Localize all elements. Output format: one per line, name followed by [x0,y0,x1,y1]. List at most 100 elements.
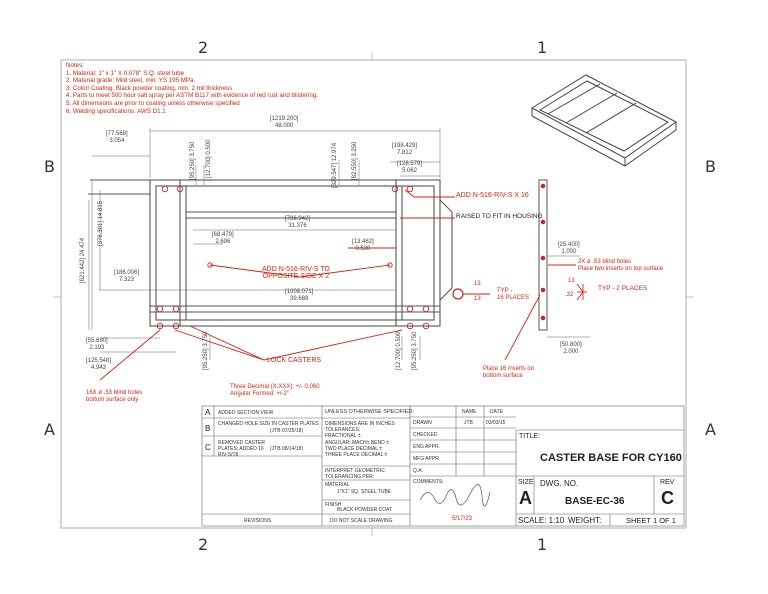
finish-label: FINISH [325,502,342,508]
dim-186: [186.006]7.323 [114,270,140,283]
material-value: 1"X1" SQ. STEEL TUBE [337,489,392,495]
dim-77: [77.568]3.054 [106,131,128,144]
dim-95-lower: [95.250] 3.750 [203,331,209,370]
interpret-geometric: INTERPRET GEOMETRIC [325,468,385,474]
rev-row-date: (JTB 07/25/18) [270,428,304,434]
dim-68: [68.479]2.696 [212,232,234,245]
zone-label-bottom-2: 2 [198,535,209,554]
weld-32-side: .32 [565,292,574,298]
zone-label-left-b: B [44,157,55,176]
zone-label-bottom-1: 1 [537,535,548,554]
dim-95-lower-right: [95.250] 3.750 [412,331,418,370]
rev-row-text: REMOVED CASTER PLATES; ADDED 16 RIV-S/T8 [218,440,265,458]
rev-label: REV [660,479,675,486]
drawn-name: JTB [464,420,473,426]
dim-12: [12.700] 0.500 [206,139,212,178]
drawing-title: CASTER BASE FOR CY160 [540,452,682,464]
approvals-name-header: NAME [462,409,477,415]
note-line: 1. Material: 1" x 1" X 0.078" S.Q. steel… [66,69,185,77]
signature-date: 5/17/23 [452,516,473,522]
dwg-no-label: DWG. NO. [540,479,579,488]
signature [419,484,491,507]
weld-symbol-13-bottom: 13 [474,296,481,302]
drawn-date: 03/03/15 [486,420,506,426]
eng-appr-label: ENG APPR. [413,444,440,450]
rev-row-date: (JTB 08/14/18) [270,446,304,452]
dim-13: [13.462]0.530 [352,239,374,252]
zone-label-left-a: A [44,420,55,439]
dim-1008: [1008.071]39.688 [285,289,314,302]
note-line: 2. Material grade: Mild steel, min. YS 1… [66,77,196,85]
three-place-tol: THREE PLACE DECIMAL ± [325,452,388,458]
side-view [538,179,548,331]
dim-55: [55.690]2.193 [86,338,108,351]
dim-125: [125.548]4.943 [86,358,112,371]
tolerances-label: TOLERANCES: [325,427,361,433]
sheet-text: SHEET 1 OF 1 [626,516,676,525]
notes-heading: Notes: [66,62,84,69]
rev-row-letter: B [205,424,211,433]
frame-view [88,179,453,327]
zone-label-top-2: 2 [198,38,209,57]
dim-82: [82.550] 3.250 [352,141,358,180]
zone-label-right-a: A [705,420,716,439]
rev-row-letter: A [205,408,211,417]
red-leaders [99,189,587,381]
callout-raised: RAISED TO FIT IN HOUSING [456,213,543,220]
dim-329: [329.547] 12.974 [332,142,338,188]
callout-add-rivets-16: ADD N-516-RIV-S X 16 [456,192,529,199]
dims-in-inches: DIMENSIONS ARE IN INCHES [325,421,395,427]
dim-796: [796.942]31.376 [285,216,311,229]
rev-value: C [661,488,674,508]
no-scale-note: DO NOT SCALE DRAWING [330,518,393,524]
dim-198: [198.429]7.812 [392,143,418,156]
qa-label: Q.A. [413,468,424,474]
callout-typ-16: TYP -16 PLACES [497,288,530,301]
title-label: TITLE: [519,433,541,440]
note-line: 4. Parts to meet 500 hour salt spray per… [66,92,318,100]
angular-tol: ANGULAR: MACH± BEND ± [325,440,389,446]
two-place-tol: TWO PLACE DECIMAL ± [325,446,383,452]
callout-lock-casters: LOCK CASTERS [267,357,322,364]
checked-label: CHECKED [413,432,438,438]
zone-label-top-1: 1 [537,38,548,57]
dim-25: [25.400]1.000 [558,242,580,255]
unless-specified: UNLESS OTHERWISE SPECIFIED: [325,409,414,415]
comments-label: COMMENTS: [413,479,444,485]
rev-row-letter: C [205,443,211,452]
scale-text: SCALE: 1:10 [518,516,565,525]
title-block-lines [201,405,685,527]
notes-block: Notes: 1. Material: 1" x 1" X 0.078" S.Q… [66,62,318,115]
note-line: 6. Welding specifications: AWS D1.1 [66,107,166,115]
dim-overall-width: [1219.200]48.000 [270,116,299,129]
weight-text: WEIGHT: [568,516,602,525]
revisions-label: REVISIONS [244,518,272,524]
dim-621: [621.442] 24.474 [80,237,86,283]
weld-symbol-13-top: 13 [474,281,481,287]
dim-128: [128.579]5.062 [397,161,423,174]
dimension-lines [88,128,590,360]
finish-value: BLACK POWDER COAT [337,507,393,513]
weld-13-side: 13 [568,278,575,284]
tolerancing-per: TOLERANCING PER: [325,474,375,480]
material-label: MATERIAL [325,482,350,488]
callout-typ-2: TYP - 2 PLACES [598,285,648,292]
rev-row-text: ADDED SECTION VIEW [218,410,274,416]
drawn-label: DRAWN [413,420,432,426]
dim-374: [376.301] 14.815 [98,200,104,246]
rev-row-text: CHANGED HOLE SIZE IN CASTER PLATES [218,421,319,427]
dim-95: [95.250] 3.750 [190,141,196,180]
size-label: SIZE [518,479,534,486]
sheet-border [60,59,687,529]
fractional-tol: FRACTIONAL ± [325,433,361,439]
size-value: A [519,488,532,508]
dim-12-lower: [12.700] 0.500 [396,331,402,370]
isometric-view [530,74,677,167]
rivet-holes [156,183,546,330]
